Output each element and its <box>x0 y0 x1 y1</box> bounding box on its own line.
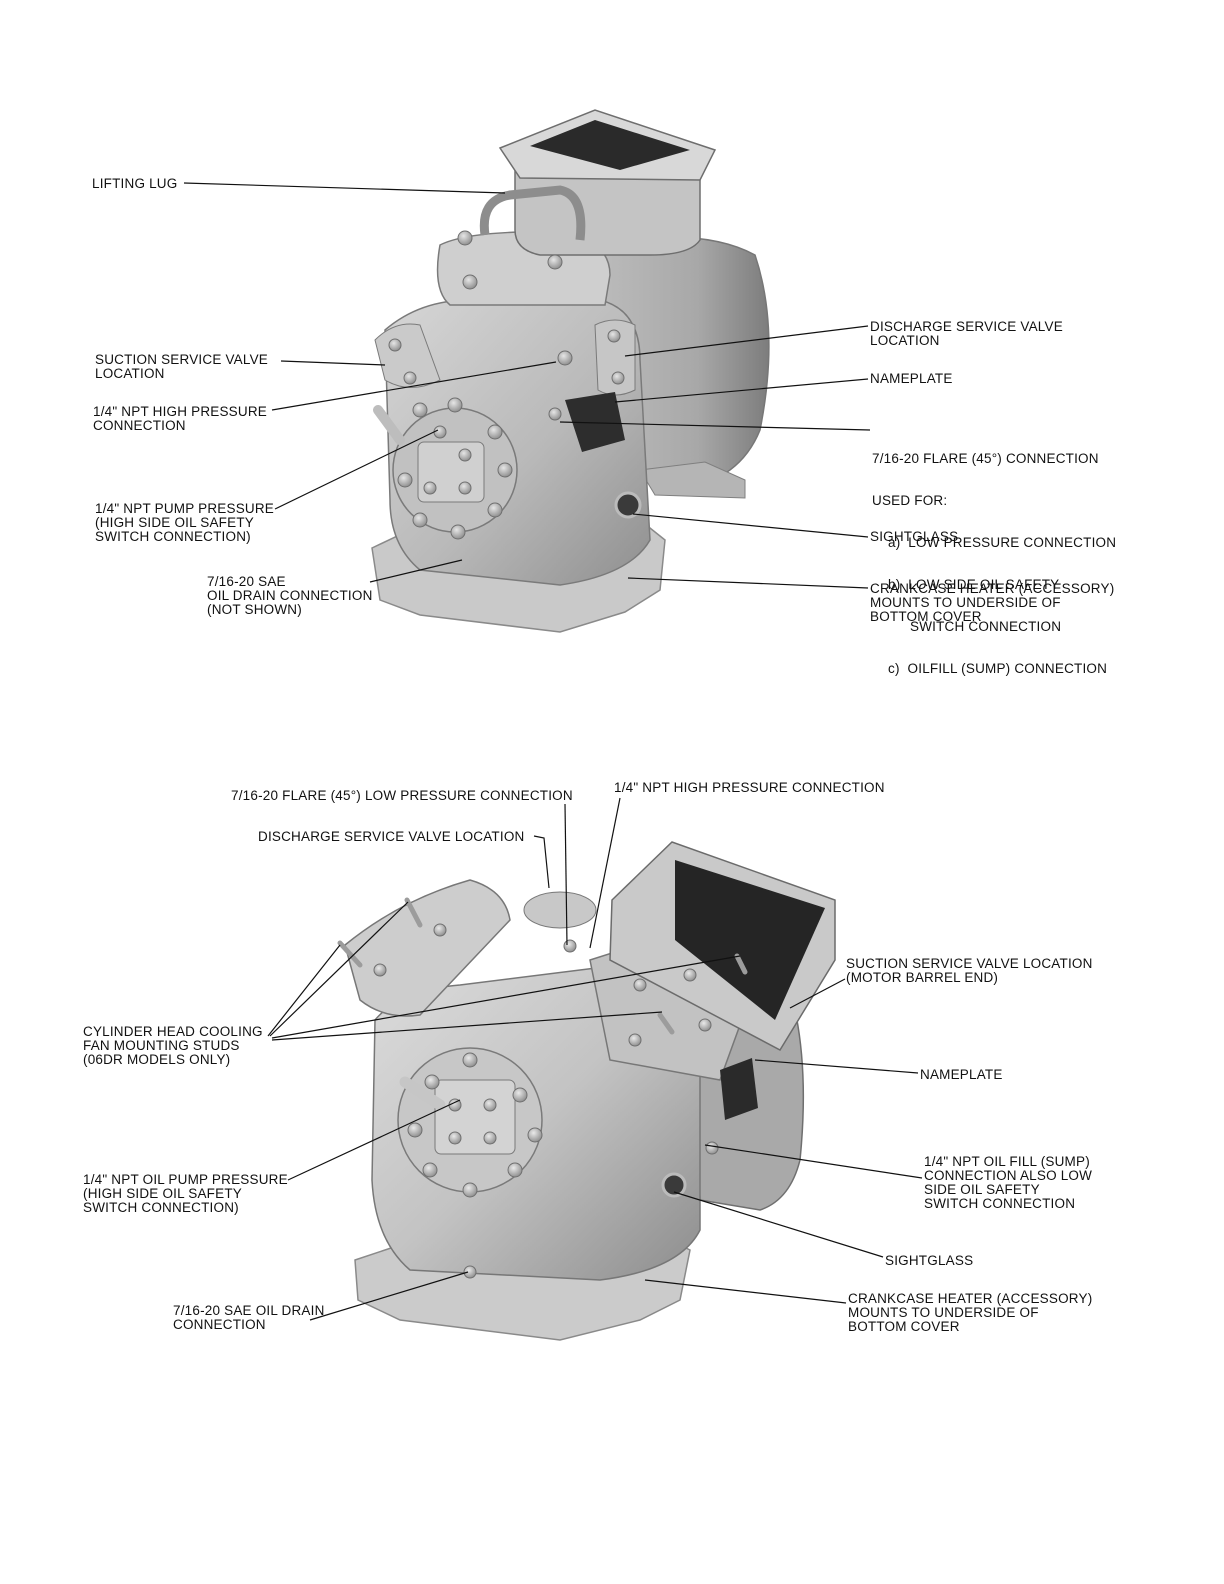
oil-pump-pipe <box>399 1076 446 1111</box>
lifting-lug <box>479 185 586 241</box>
terminal-box <box>514 159 701 256</box>
label-pump-pressure: 1/4" NPT PUMP PRESSURE(HIGH SIDE OIL SAF… <box>95 501 274 544</box>
figure-compressor-angled-view: 7/16-20 FLARE (45°) LOW PRESSURE CONNECT… <box>0 760 1224 1400</box>
label-flare-connection: 7/16-20 FLARE (45°) CONNECTION USED FOR:… <box>872 451 1117 676</box>
warning-decal <box>530 120 690 170</box>
label-lifting-lug: LIFTING LUG <box>92 176 178 191</box>
motor-foot <box>639 461 746 499</box>
compressor-illustration-1 <box>183 109 871 633</box>
fan-mounting-studs <box>337 897 748 1035</box>
nameplate-plate <box>565 392 625 452</box>
bolts-group <box>388 230 625 540</box>
oil-pump-plate <box>434 1079 516 1155</box>
sightglass-glass <box>661 1172 687 1198</box>
label-oil-fill-connection: 1/4" NPT OIL FILL (SUMP)CONNECTION ALSO … <box>924 1154 1093 1211</box>
label-flare-low-pressure: 7/16-20 FLARE (45°) LOW PRESSURE CONNECT… <box>231 788 573 803</box>
label-crankcase-heater: CRANKCASE HEATER (ACCESSORY)MOUNTS TO UN… <box>870 581 1115 624</box>
label-oil-pump-pressure: 1/4" NPT OIL PUMP PRESSURE(HIGH SIDE OIL… <box>83 1172 288 1215</box>
label-high-pressure-connection: 1/4" NPT HIGH PRESSURE CONNECTION <box>614 780 885 795</box>
leader-lines-fig1 <box>183 182 871 589</box>
top-dome <box>523 891 597 929</box>
cylinder-head-left <box>344 879 511 1017</box>
label-crankcase-heater: CRANKCASE HEATER (ACCESSORY)MOUNTS TO UN… <box>848 1291 1093 1334</box>
bolts-group <box>373 923 719 1279</box>
label-sightglass: SIGHTGLASS <box>885 1253 974 1268</box>
label-suction-service-valve: SUCTION SERVICE VALVE LOCATION(MOTOR BAR… <box>846 956 1093 985</box>
sightglass-glass <box>614 491 642 519</box>
leader-lines-fig2 <box>267 797 923 1321</box>
label-sightglass: SIGHTGLASS <box>870 529 959 544</box>
label-nameplate: NAMEPLATE <box>920 1067 1003 1082</box>
discharge-flange <box>594 319 636 396</box>
compressor-illustration-2 <box>267 797 923 1341</box>
label-nameplate: NAMEPLATE <box>870 371 953 386</box>
warning-decal <box>675 860 825 1020</box>
nameplate-plate <box>720 1058 758 1120</box>
oil-pump-pipe <box>373 405 405 445</box>
label-discharge-service-valve: DISCHARGE SERVICE VALVE LOCATION <box>258 829 525 844</box>
